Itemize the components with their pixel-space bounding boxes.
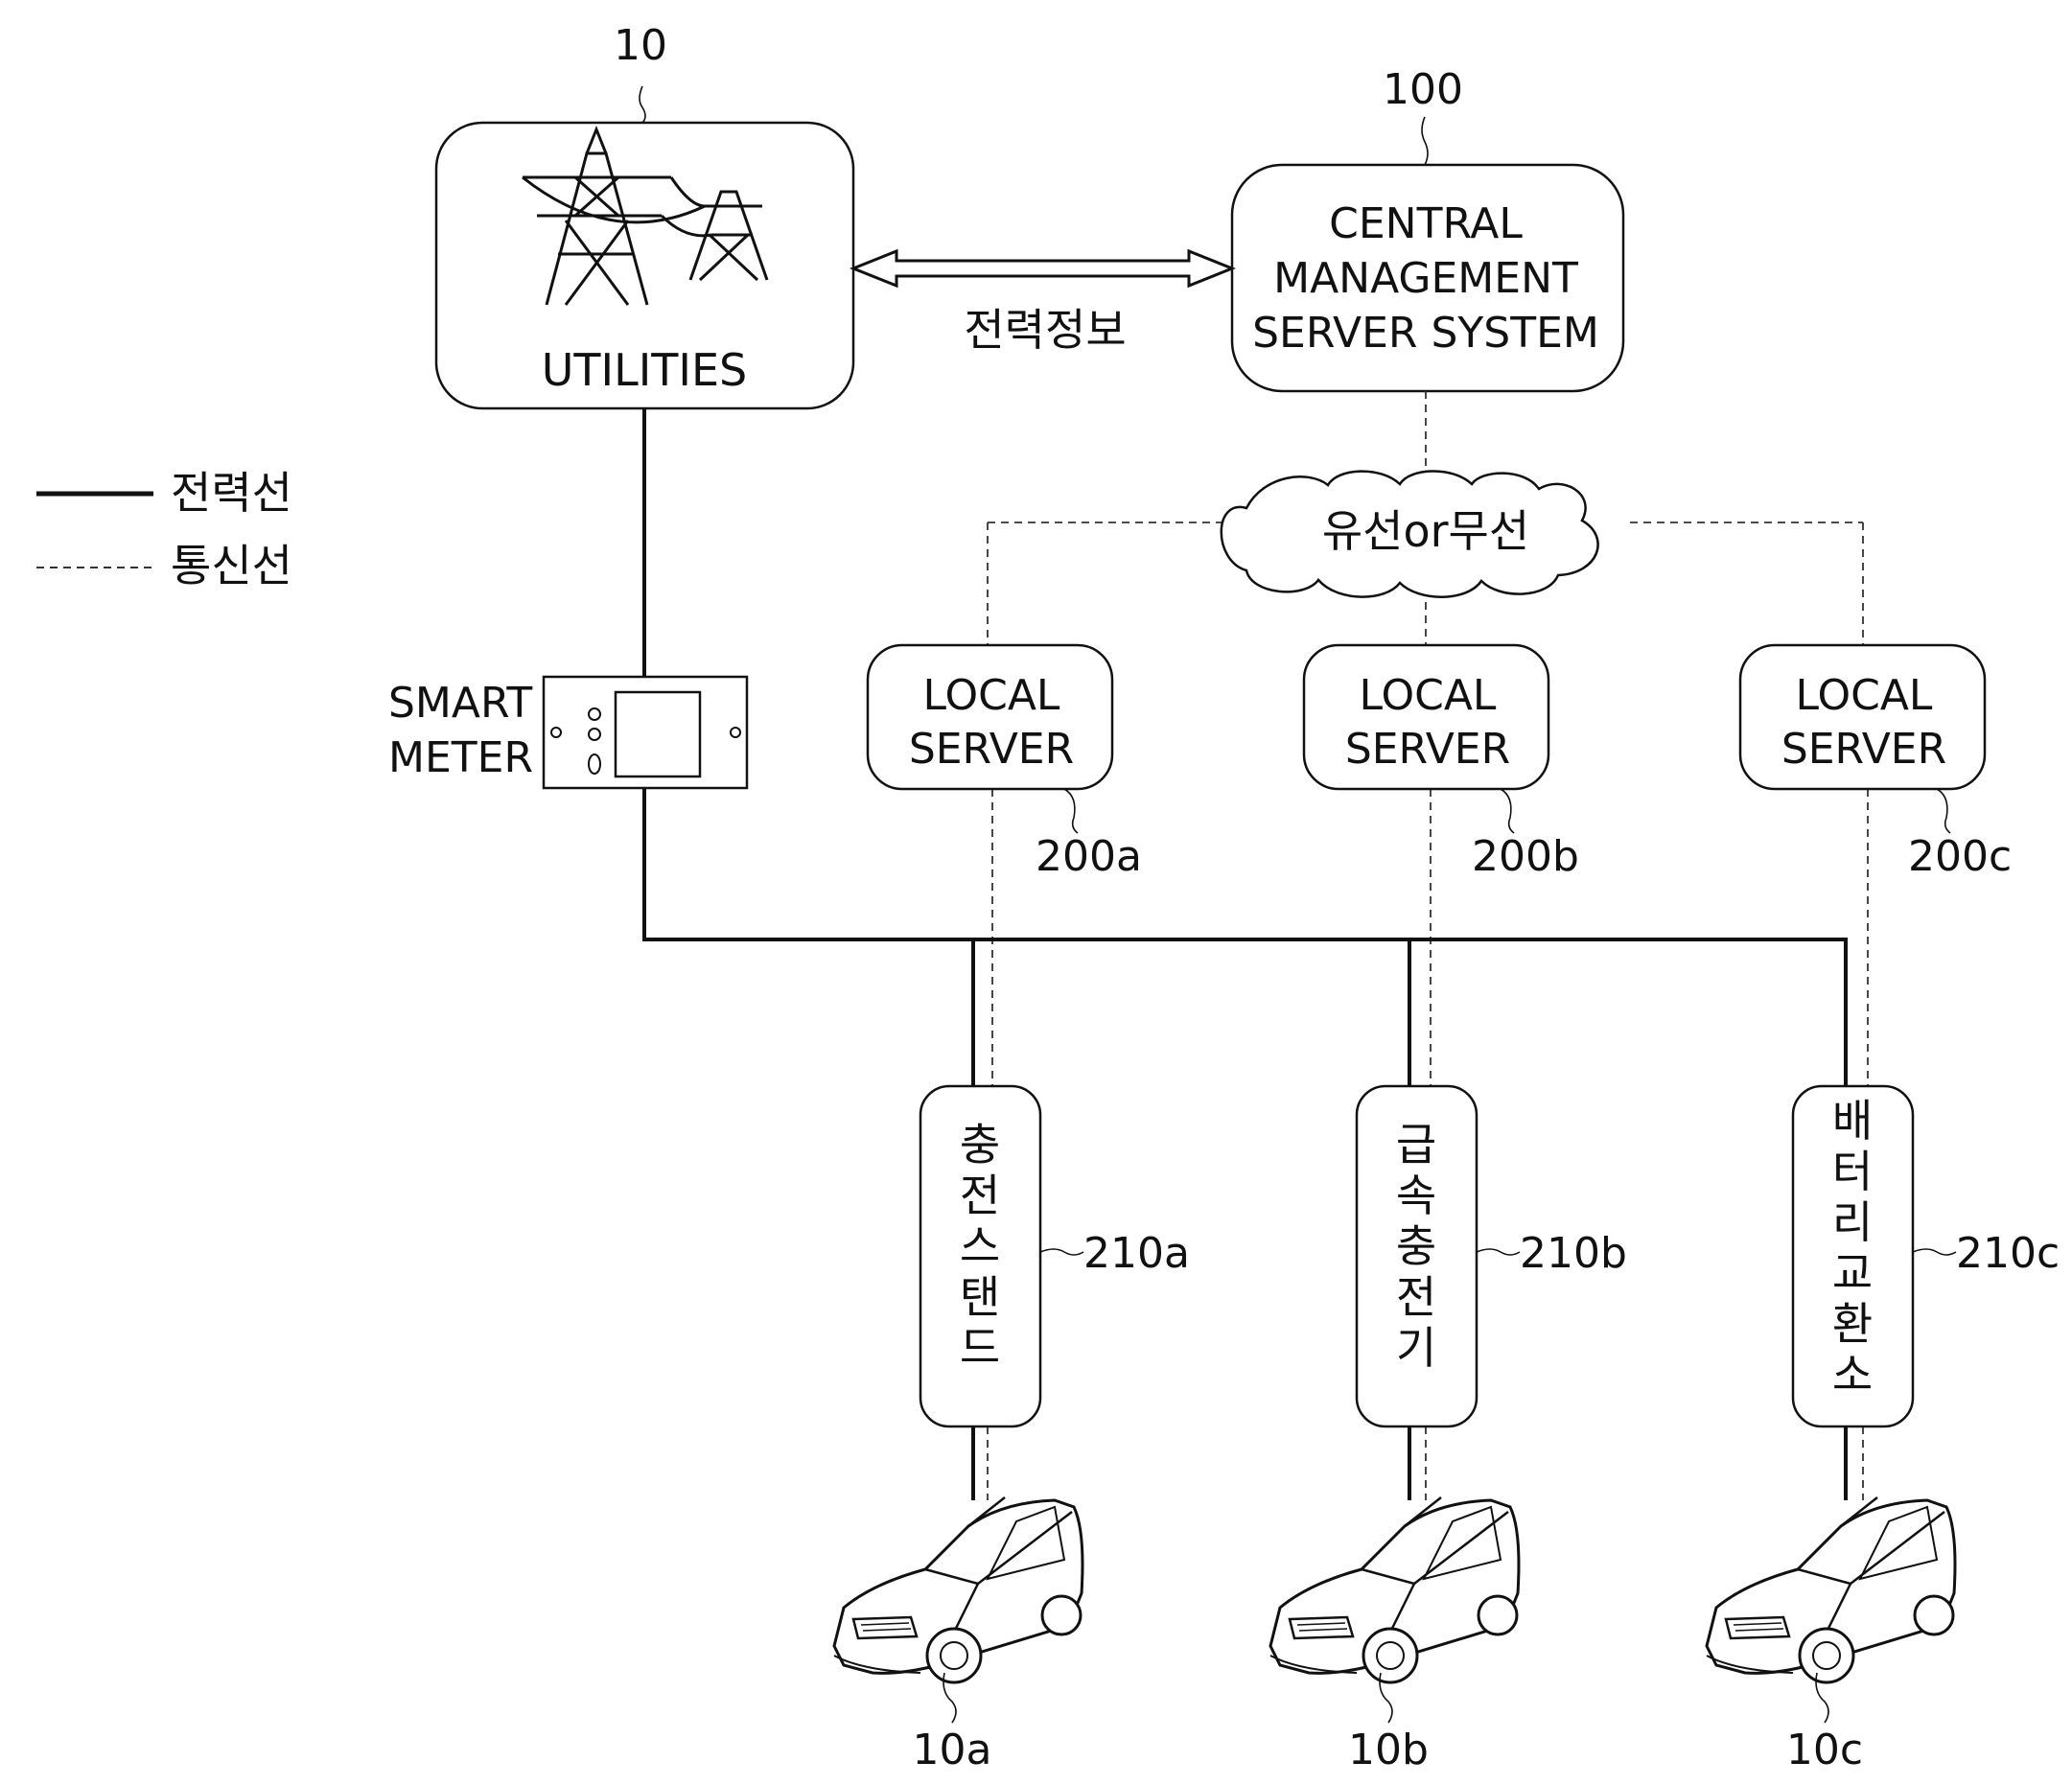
station-a: 충 전 스 탠 드 210a [919, 1084, 1190, 1428]
power-tower-icon [522, 125, 769, 306]
legend-comm-line-label: 통신선 [171, 540, 292, 591]
central-server-line3: SERVER SYSTEM [1252, 309, 1599, 358]
central-server-box [1230, 163, 1625, 393]
local-server-a: LOCAL SERVER 200a [866, 643, 1142, 881]
station-c: 배 터 리 교 환 소 210c [1791, 1084, 2060, 1428]
station-a-char-2: 전 [960, 1170, 1000, 1221]
cloud-label: 유선or무선 [1322, 505, 1529, 557]
local-server-c-line2: SERVER [1781, 725, 1946, 774]
smart-meter: SMART METER [388, 675, 749, 790]
station-a-char-4: 탠 [960, 1271, 1000, 1323]
local-server-c-line1: LOCAL [1796, 671, 1933, 720]
power-info-label: 전력정보 [964, 304, 1126, 356]
station-a-ref: 210a [1083, 1229, 1190, 1278]
local-server-b-line1: LOCAL [1360, 671, 1497, 720]
station-c-char-5: 환 [1832, 1298, 1873, 1350]
station-b-char-3: 충 [1396, 1220, 1436, 1272]
smart-meter-label-line2: METER [388, 733, 533, 782]
vehicle-b: 10b [1269, 1495, 1521, 1774]
local-server-c-ref: 200c [1908, 832, 2012, 881]
station-b-char-2: 속 [1396, 1170, 1436, 1221]
local-server-c: LOCAL SERVER 200c [1738, 643, 2012, 881]
utilities-label: UTILITIES [542, 344, 747, 396]
cloud-icon [1220, 470, 1599, 598]
vehicle-c-ref: 10c [1786, 1726, 1863, 1774]
smart-meter-display [614, 690, 702, 778]
central-server-ref: 100 [1383, 65, 1463, 114]
power-info-double-arrow [849, 248, 1237, 289]
station-b: 급 속 충 전 기 210b [1355, 1084, 1627, 1428]
local-server-a-ref: 200a [1036, 832, 1142, 881]
station-c-char-3: 리 [1832, 1196, 1873, 1248]
vehicle-a: 10a [832, 1495, 1084, 1774]
vehicle-a-ref: 10a [913, 1726, 992, 1774]
vehicle-b-ref: 10b [1348, 1726, 1429, 1774]
local-server-b: LOCAL SERVER 200b [1302, 643, 1579, 881]
local-server-a-line2: SERVER [909, 725, 1074, 774]
car-icon [1705, 1495, 1957, 1684]
station-a-char-1: 충 [960, 1119, 1000, 1171]
station-a-char-5: 드 [960, 1322, 1000, 1374]
station-b-char-1: 급 [1396, 1119, 1436, 1171]
station-c-char-1: 배 [1832, 1095, 1873, 1147]
station-b-ref: 210b [1520, 1229, 1627, 1278]
vehicle-c: 10c [1705, 1495, 1957, 1774]
car-icon [832, 1495, 1084, 1684]
car-icon [1269, 1495, 1521, 1684]
local-server-b-line2: SERVER [1345, 725, 1510, 774]
legend-power-line-label: 전력선 [171, 467, 292, 519]
smart-meter-label-line1: SMART [388, 679, 532, 728]
legend: 전력선 통신선 [36, 467, 292, 591]
station-c-char-2: 터 [1832, 1146, 1873, 1197]
central-server-node: 100 CENTRAL MANAGEMENT SERVER SYSTEM [1230, 65, 1625, 393]
power-lines [642, 408, 1848, 1500]
local-server-a-line1: LOCAL [923, 671, 1060, 720]
station-b-char-5: 기 [1396, 1322, 1436, 1374]
station-c-ref: 210c [1956, 1229, 2060, 1278]
station-c-char-6: 소 [1832, 1349, 1873, 1401]
central-server-line2: MANAGEMENT [1273, 254, 1578, 303]
station-a-char-3: 스 [960, 1220, 1000, 1272]
network-cloud: 유선or무선 [1220, 470, 1599, 598]
utilities-ref: 10 [614, 21, 667, 70]
station-c-char-4: 교 [1832, 1247, 1873, 1299]
central-server-line1: CENTRAL [1329, 199, 1523, 248]
station-b-char-4: 전 [1396, 1271, 1436, 1323]
local-server-b-ref: 200b [1472, 832, 1579, 881]
utilities-node: 10 UTILITIES [434, 21, 855, 410]
